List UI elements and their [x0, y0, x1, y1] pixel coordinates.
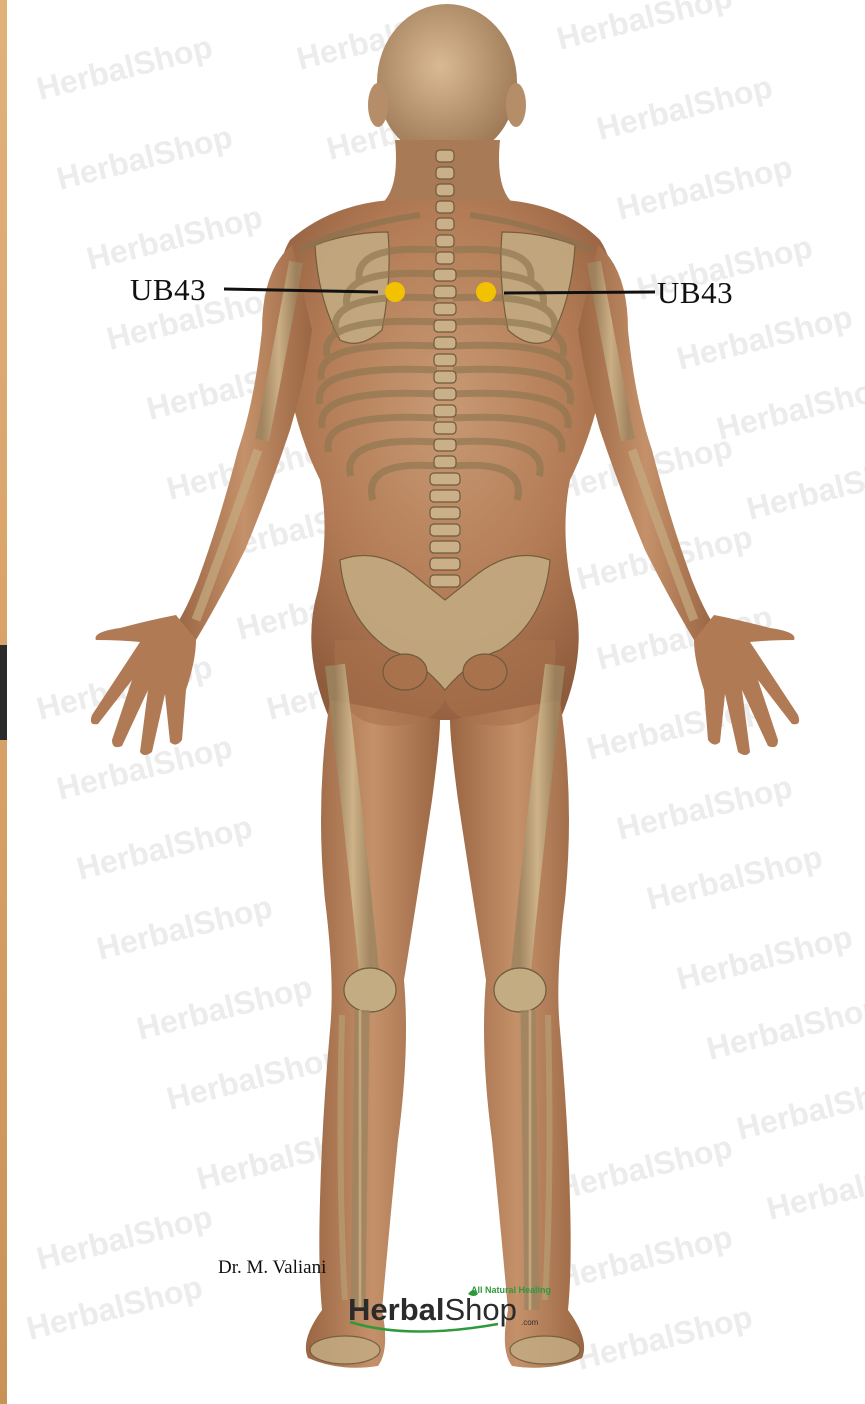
ear-left	[368, 83, 388, 127]
watermark-text: HerbalShop	[53, 118, 236, 196]
watermark-text: HerbalShop	[743, 448, 865, 526]
watermark-text: HerbalShop	[733, 1068, 865, 1146]
watermark-text: HerbalShop	[593, 68, 776, 146]
watermark-text: HerbalShop	[33, 1198, 216, 1276]
ub43-point-left[interactable]	[385, 282, 405, 302]
head	[377, 4, 517, 160]
leg-right	[450, 700, 584, 1368]
knee-right	[494, 968, 546, 1012]
vertebra	[436, 150, 454, 162]
knee-left	[344, 968, 396, 1012]
vertebra	[434, 354, 456, 366]
vertebra	[434, 422, 456, 434]
ub43-point-right[interactable]	[476, 282, 496, 302]
vertebra	[434, 456, 456, 468]
watermark-text: HerbalShop	[553, 1218, 736, 1296]
vertebra	[436, 235, 454, 247]
watermark-text: HerbalShop	[553, 0, 736, 57]
vertebra	[434, 388, 456, 400]
vertebra	[434, 439, 456, 451]
hand-right	[694, 615, 799, 755]
vertebra	[434, 320, 456, 332]
watermark-text: HerbalShop	[573, 1298, 756, 1376]
logo-word-herbal: Herbal	[348, 1292, 444, 1327]
watermark-text: HerbalShop	[763, 1148, 865, 1226]
vertebra	[436, 167, 454, 179]
vertebra	[430, 541, 460, 553]
heel-right	[510, 1336, 580, 1364]
watermark-text: HerbalShop	[643, 838, 826, 916]
vertebra	[434, 286, 456, 298]
herbalshop-logo: HerbalShop All Natural Healing .com	[348, 1288, 548, 1338]
vertebra	[434, 303, 456, 315]
ear-right	[506, 83, 526, 127]
leader-line-right	[504, 292, 655, 293]
watermark-text: HerbalShop	[33, 28, 216, 106]
watermark-text: HerbalShop	[73, 808, 256, 886]
vertebra	[436, 184, 454, 196]
author-credit: Dr. M. Valiani	[218, 1257, 326, 1279]
vertebra	[434, 337, 456, 349]
vertebra	[434, 269, 456, 281]
watermark-text: HerbalShop	[613, 148, 796, 226]
logo-word-shop: Shop	[444, 1292, 516, 1327]
tibia-right	[528, 1010, 532, 1310]
logo-suffix: .com	[521, 1318, 538, 1327]
watermark-text: HerbalShop	[613, 768, 796, 846]
vertebra	[434, 371, 456, 383]
logo-tagline: All Natural Healing	[471, 1285, 551, 1295]
vertebra	[436, 252, 454, 264]
watermark-text: HerbalShop	[713, 368, 865, 446]
watermark-text: HerbalShop	[673, 918, 856, 996]
vertebra	[430, 524, 460, 536]
vertebra	[436, 201, 454, 213]
vertebra	[430, 558, 460, 570]
heel-left	[310, 1336, 380, 1364]
vertebra	[430, 507, 460, 519]
hip-socket-left	[383, 654, 427, 690]
vertebra	[430, 490, 460, 502]
watermark-text: HerbalShop	[83, 198, 266, 276]
point-label-right: UB43	[657, 275, 733, 311]
watermark-text: HerbalShop	[553, 1128, 736, 1206]
hip-socket-right	[463, 654, 507, 690]
vertebra	[434, 405, 456, 417]
vertebra	[436, 218, 454, 230]
watermark-text: HerbalShop	[703, 988, 865, 1066]
watermark-text: HerbalShop	[93, 888, 276, 966]
tibia-left	[358, 1010, 362, 1310]
point-label-left: UB43	[130, 272, 206, 308]
watermark-text: HerbalShop	[133, 968, 316, 1046]
watermark-text: HerbalShop	[163, 1038, 346, 1116]
vertebra	[430, 473, 460, 485]
vertebra	[430, 575, 460, 587]
watermark-text: HerbalShop	[23, 1268, 206, 1346]
